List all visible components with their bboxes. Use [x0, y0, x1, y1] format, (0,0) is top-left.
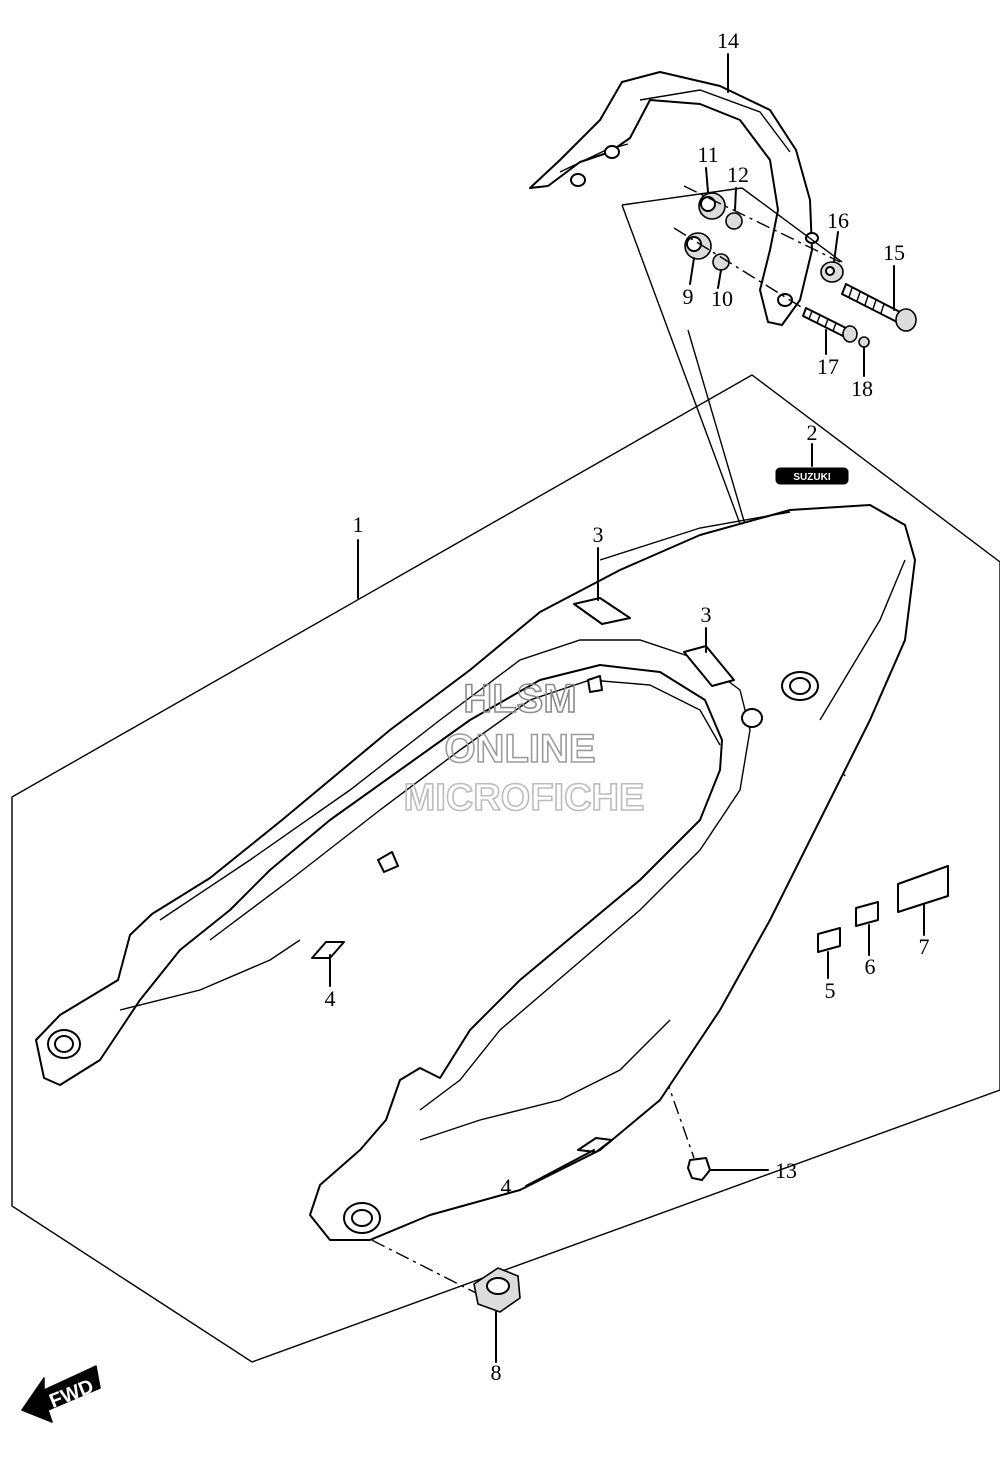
callout-8: 8 [491, 1360, 502, 1385]
forward-direction-arrow: FWD [21, 1365, 101, 1423]
washer-part-16 [820, 261, 844, 283]
seat-tail-cover-part-1 [35, 504, 916, 1241]
callout-12: 12 [727, 162, 749, 187]
callout-3-a: 3 [593, 522, 604, 547]
label-part-6 [855, 901, 879, 927]
callout-4-b: 4 [501, 1174, 512, 1199]
callout-1: 1 [353, 512, 364, 537]
watermark-line-3: MICROFICHE [404, 777, 645, 819]
collar-part-12 [725, 212, 743, 230]
leader-lines [329, 53, 925, 1363]
emblem-part-2: SUZUKI [775, 467, 849, 485]
callout-7: 7 [919, 934, 930, 959]
bolt-part-15 [841, 283, 917, 332]
callout-16: 16 [827, 208, 849, 233]
clip-part-13 [687, 1157, 711, 1181]
washer-part-18 [858, 336, 870, 348]
callout-17: 17 [817, 354, 839, 379]
callout-4-a: 4 [325, 986, 336, 1011]
callout-2: 2 [807, 420, 818, 445]
collar-part-11 [698, 192, 726, 220]
watermark-line-1: HLSM [463, 677, 576, 721]
callout-11: 11 [697, 142, 718, 167]
callout-13: 13 [775, 1158, 797, 1183]
bolt-part-17 [802, 307, 858, 343]
grab-rail-part-14 [529, 71, 819, 326]
watermark: HLSM ONLINE MICROFICHE [403, 676, 645, 820]
callout-labels: 14 11 12 16 15 9 10 17 18 2 1 3 3 4 4 5 … [325, 28, 930, 1385]
callout-14: 14 [717, 28, 739, 53]
callout-18: 18 [851, 376, 873, 401]
emblem-text: SUZUKI [793, 472, 830, 483]
callout-15: 15 [883, 240, 905, 265]
label-part-5 [817, 927, 841, 953]
callout-6: 6 [865, 954, 876, 979]
callout-3-b: 3 [701, 602, 712, 627]
watermark-line-2: ONLINE [444, 727, 595, 771]
label-part-7 [897, 865, 949, 913]
callout-5: 5 [825, 978, 836, 1003]
collar-part-9 [684, 232, 712, 260]
cushion-part-8 [473, 1267, 521, 1313]
callout-10: 10 [711, 286, 733, 311]
callout-9: 9 [683, 284, 694, 309]
